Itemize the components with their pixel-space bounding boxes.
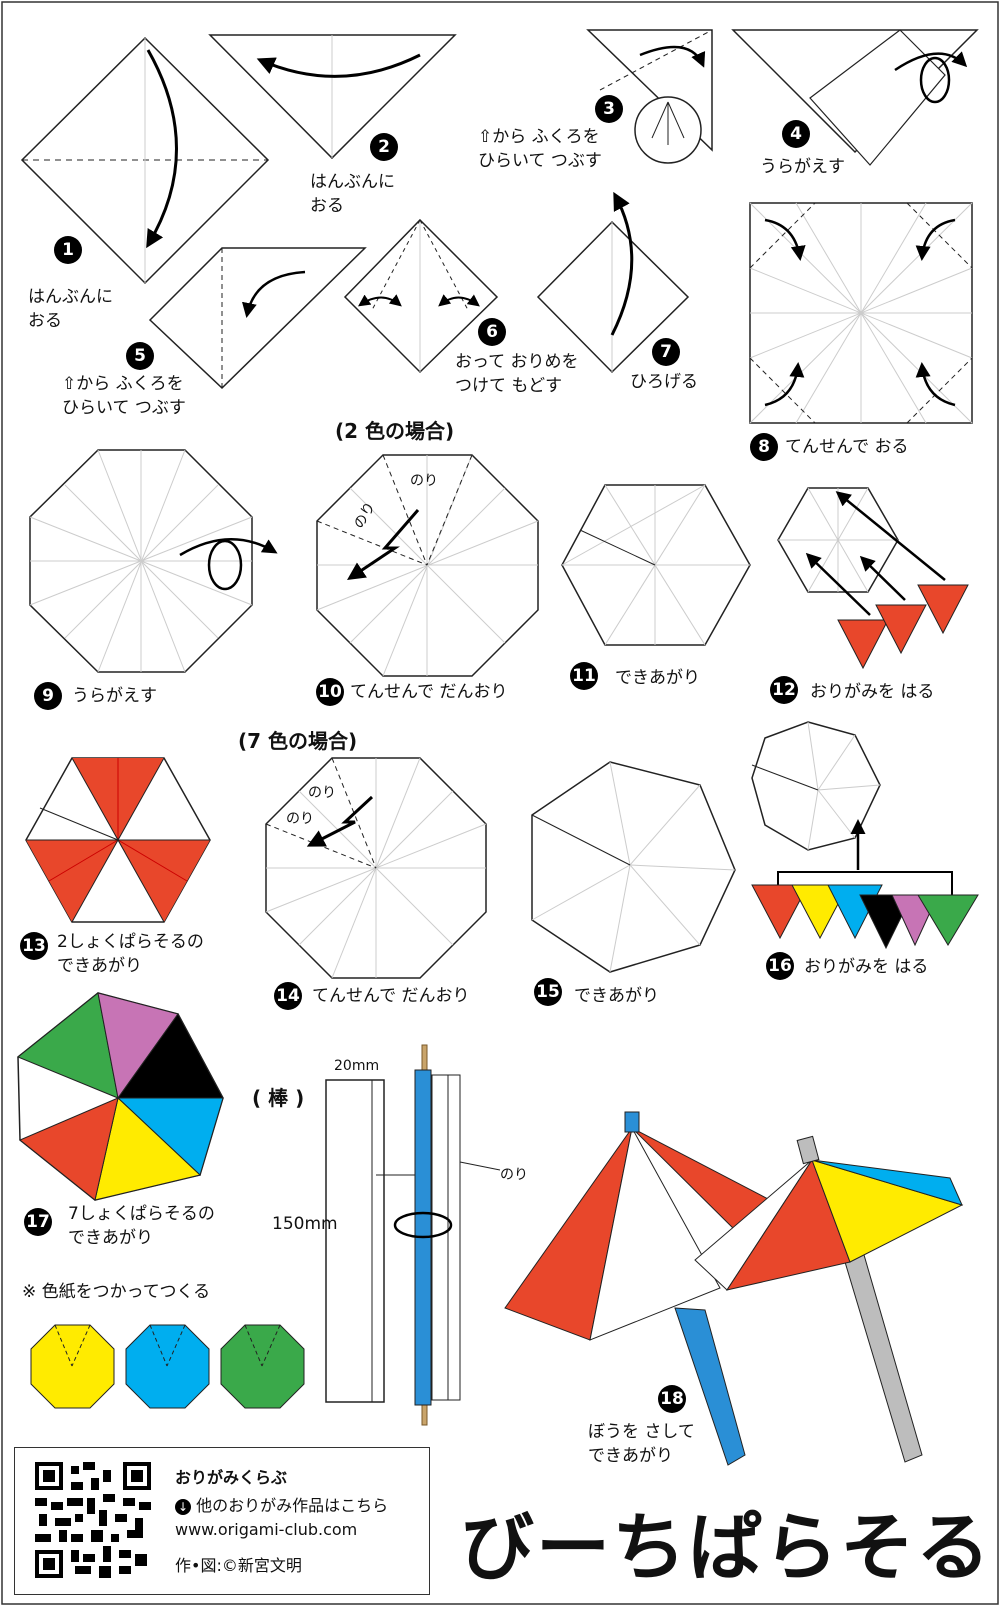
step-text: おりがみを はる — [810, 682, 935, 702]
step-badge: 4 — [782, 120, 810, 148]
step-text: はんぶんに おる — [310, 172, 395, 216]
more-works-link[interactable]: ↓ 他のおりがみ作品はこちら — [175, 1492, 388, 1516]
glue-label: のり — [410, 473, 438, 489]
step-text: ぼうを さして できあがり — [588, 1422, 695, 1466]
glue-label: のり — [500, 1167, 528, 1183]
credit: 作•図:©新宮文明 — [175, 1556, 302, 1575]
step-text: 7しょくぱらそるの できあがり — [68, 1204, 215, 1248]
step-badge: 17 — [24, 1208, 52, 1236]
step-badge: 13 — [20, 932, 48, 960]
club-name: おりがみくらぶ — [175, 1468, 288, 1487]
step-badge: 11 — [570, 662, 598, 690]
step-7-figure — [536, 191, 690, 374]
step-text: はんぶんに おる — [28, 287, 113, 331]
section-title-stick: ( 棒 ) — [252, 1086, 305, 1110]
step-badge: 3 — [595, 95, 623, 123]
more-works-text: 他のおりがみ作品はこちら — [196, 1496, 389, 1515]
step-12-figure — [777, 487, 969, 670]
step-text: ⇧から ふくろを ひらいて つぶす — [478, 127, 602, 171]
qr-code-icon[interactable] — [35, 1462, 151, 1578]
step-text: 2しょくぱらそるの できあがり — [57, 932, 204, 976]
site-url[interactable]: www.origami-club.com — [175, 1520, 358, 1539]
page-title: びーちぱらそる — [460, 1505, 992, 1591]
step-11-figure — [561, 484, 751, 646]
step-text: おって おりめを つけて もどす — [455, 352, 579, 396]
colored-paper-note: ※ 色紙をつかってつくる — [22, 1282, 211, 1302]
step-text: てんせんで おる — [785, 437, 909, 457]
glue-label: のり — [286, 811, 314, 827]
step-text: ⇧から ふくろを ひらいて つぶす — [62, 374, 186, 418]
step-text: おりがみを はる — [804, 957, 929, 977]
step-text: てんせんで だんおり — [350, 682, 508, 702]
step-text: できあがり — [574, 986, 659, 1006]
step-text: うらがえす — [72, 686, 157, 706]
step-badge: 16 — [766, 952, 794, 980]
step-badge: 5 — [126, 342, 154, 370]
step-badge: 12 — [770, 676, 798, 704]
stick-length-label: 150mm — [272, 1214, 338, 1234]
step-2-figure — [208, 34, 457, 160]
step-badge: 15 — [534, 978, 562, 1006]
step-18-figure — [504, 1111, 964, 1466]
stick-width-label: 20mm — [334, 1058, 380, 1074]
arrow-down-circle-icon: ↓ — [175, 1499, 191, 1515]
step-badge: 14 — [274, 982, 302, 1010]
step-10-figure — [316, 454, 539, 677]
glue-label: のり — [308, 785, 336, 801]
step-9-figure — [29, 449, 278, 673]
stick-diagram — [325, 1044, 501, 1426]
colored-paper-octagons — [30, 1324, 305, 1409]
step-badge: 6 — [478, 318, 506, 346]
step-badge: 1 — [54, 236, 82, 264]
step-5-figure — [148, 247, 367, 390]
step-text: うらがえす — [760, 157, 845, 177]
step-text: てんせんで だんおり — [312, 986, 470, 1006]
step-badge: 2 — [370, 133, 398, 161]
section-title-seven-color: (7 色の場合) — [238, 729, 358, 753]
section-title-two-color: (2 色の場合) — [335, 419, 455, 443]
step-3-figure — [586, 29, 713, 164]
step-badge: 9 — [34, 682, 62, 710]
step-15-figure — [531, 761, 736, 973]
step-17-figure — [17, 992, 224, 1201]
step-text: できあがり — [615, 668, 700, 688]
step-1-figure — [20, 36, 270, 285]
step-badge: 10 — [316, 678, 344, 706]
step-badge: 8 — [750, 433, 778, 461]
step-13-figure — [25, 757, 211, 923]
step-16-figure — [751, 721, 979, 950]
step-badge: 7 — [652, 338, 680, 366]
step-4-figure — [731, 29, 979, 166]
step-14-figure — [265, 757, 487, 979]
step-8-figure — [749, 202, 973, 424]
step-badge: 18 — [658, 1385, 686, 1413]
step-text: ひろげる — [630, 372, 698, 392]
step-6-figure — [343, 218, 499, 374]
footer-card: おりがみくらぶ ↓ 他のおりがみ作品はこちら www.origami-club.… — [14, 1447, 430, 1595]
